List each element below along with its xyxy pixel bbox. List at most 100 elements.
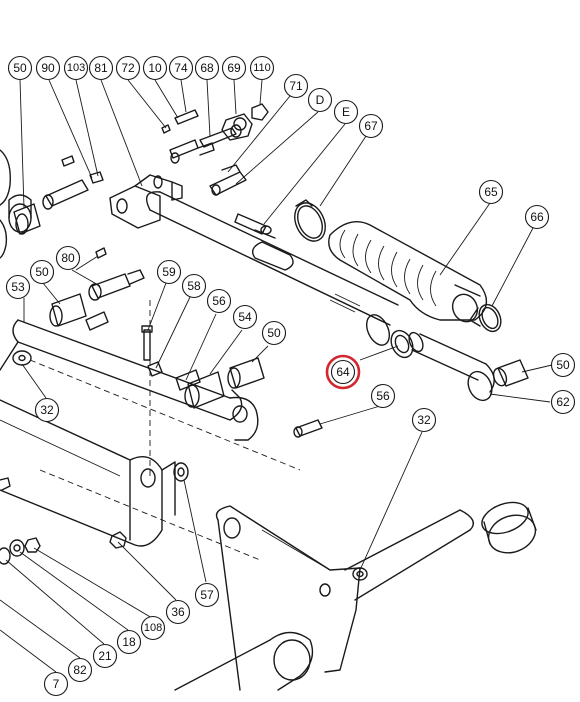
frame-plate-53	[0, 319, 259, 441]
callout-E: E	[333, 99, 359, 125]
callout-label: 69	[227, 61, 241, 75]
small-hardware-left	[0, 477, 41, 565]
callout-36: 36	[165, 599, 191, 625]
nut-36	[109, 531, 127, 549]
callout-label: 65	[484, 185, 498, 199]
callout-56-lower: 56	[370, 383, 396, 409]
callout-81: 81	[88, 55, 114, 81]
callout-label: 32	[417, 413, 431, 427]
callout-label: 54	[238, 310, 252, 324]
bushing-ring-bottom-right	[481, 501, 537, 554]
pin-90	[42, 155, 104, 210]
callout-82: 82	[67, 657, 93, 683]
callout-80: 80	[55, 245, 81, 271]
callout-label: 67	[364, 119, 378, 133]
bushing-50-right	[492, 359, 529, 387]
hose-clamp-66	[469, 303, 502, 333]
callout-59: 59	[156, 259, 182, 285]
callout-label: 57	[200, 588, 214, 602]
callout-74: 74	[168, 55, 194, 81]
callout-label: 108	[144, 622, 162, 634]
callout-10: 10	[142, 55, 168, 81]
leader-lines	[0, 79, 553, 673]
callout-21: 21	[92, 643, 118, 669]
callout-label: 50	[35, 265, 49, 279]
callout-58: 58	[181, 273, 207, 299]
callout-108: 108	[140, 615, 166, 641]
callout-label: 56	[376, 389, 390, 403]
callout-label: 82	[73, 663, 87, 677]
callout-71: 71	[283, 73, 309, 99]
highlight-ring	[325, 354, 361, 390]
washer-57	[173, 462, 189, 482]
bushing-50-top	[13, 203, 41, 235]
callout-18: 18	[116, 629, 142, 655]
bellows-boot-65	[328, 221, 488, 323]
callout-label: 7	[53, 677, 60, 691]
bolt-56-lower	[293, 419, 323, 438]
callout-label: 58	[187, 279, 201, 293]
callout-65: 65	[478, 179, 504, 205]
callout-D: D	[307, 87, 333, 113]
callout-64-highlighted[interactable]: 64	[325, 354, 361, 390]
callout-label: 62	[556, 395, 570, 409]
callouts: 50 90 103 81 72 10 74 68 69 110 71	[5, 55, 576, 697]
top-bolts	[161, 103, 269, 164]
callout-110: 110	[249, 55, 275, 81]
callout-label: 80	[61, 251, 75, 265]
callout-90: 90	[35, 55, 61, 81]
clip-58	[147, 361, 163, 377]
callout-label: 64	[336, 365, 350, 379]
callout-67: 67	[358, 113, 384, 139]
callout-label: D	[316, 93, 325, 107]
callout-label: 50	[13, 61, 27, 75]
lower-arm-assembly	[174, 505, 474, 691]
callout-label: 110	[253, 62, 271, 74]
callout-7: 7	[43, 671, 69, 697]
shaft-62	[408, 331, 495, 402]
callout-53: 53	[5, 274, 31, 300]
callout-32-left: 32	[34, 397, 60, 423]
callout-label: 36	[171, 605, 185, 619]
callout-label: 21	[98, 649, 112, 663]
callout-label: 74	[174, 61, 188, 75]
callout-label: 72	[121, 61, 135, 75]
callout-label: 18	[122, 635, 136, 649]
callout-69: 69	[221, 55, 247, 81]
callout-50-right: 50	[550, 352, 576, 378]
callout-62: 62	[550, 389, 576, 415]
callout-label: 59	[162, 265, 176, 279]
callout-50-top: 50	[7, 55, 33, 81]
callout-54: 54	[232, 304, 258, 330]
callout-72: 72	[115, 55, 141, 81]
callout-label: 90	[41, 61, 55, 75]
callout-57: 57	[194, 582, 220, 608]
hose-clamp-67	[294, 199, 326, 242]
callout-56-upper: 56	[206, 288, 232, 314]
callout-label: 56	[212, 294, 226, 308]
callout-50-mid: 50	[29, 259, 55, 285]
callout-label: 103	[67, 62, 85, 74]
callout-66: 66	[524, 204, 550, 230]
callout-label: 66	[530, 210, 544, 224]
lower-frame	[0, 300, 301, 561]
washer-32-left	[12, 350, 32, 366]
bolt-59	[141, 325, 153, 361]
callout-label: 81	[94, 61, 108, 75]
callout-50-right-mid: 50	[261, 320, 287, 346]
callout-32-right: 32	[411, 407, 437, 433]
part-drawings	[0, 103, 537, 691]
pin-80	[88, 247, 145, 301]
sensor-pins	[209, 164, 276, 239]
callout-label: 53	[11, 280, 25, 294]
left-edge-part	[0, 149, 32, 259]
callout-103: 103	[63, 55, 89, 81]
callout-label: 50	[556, 358, 570, 372]
callout-label: E	[342, 105, 350, 119]
main-shaft-tube	[109, 174, 399, 346]
callout-68: 68	[194, 55, 220, 81]
callout-label: 50	[267, 326, 281, 340]
callout-label: 10	[148, 61, 162, 75]
callout-label: 71	[289, 79, 303, 93]
